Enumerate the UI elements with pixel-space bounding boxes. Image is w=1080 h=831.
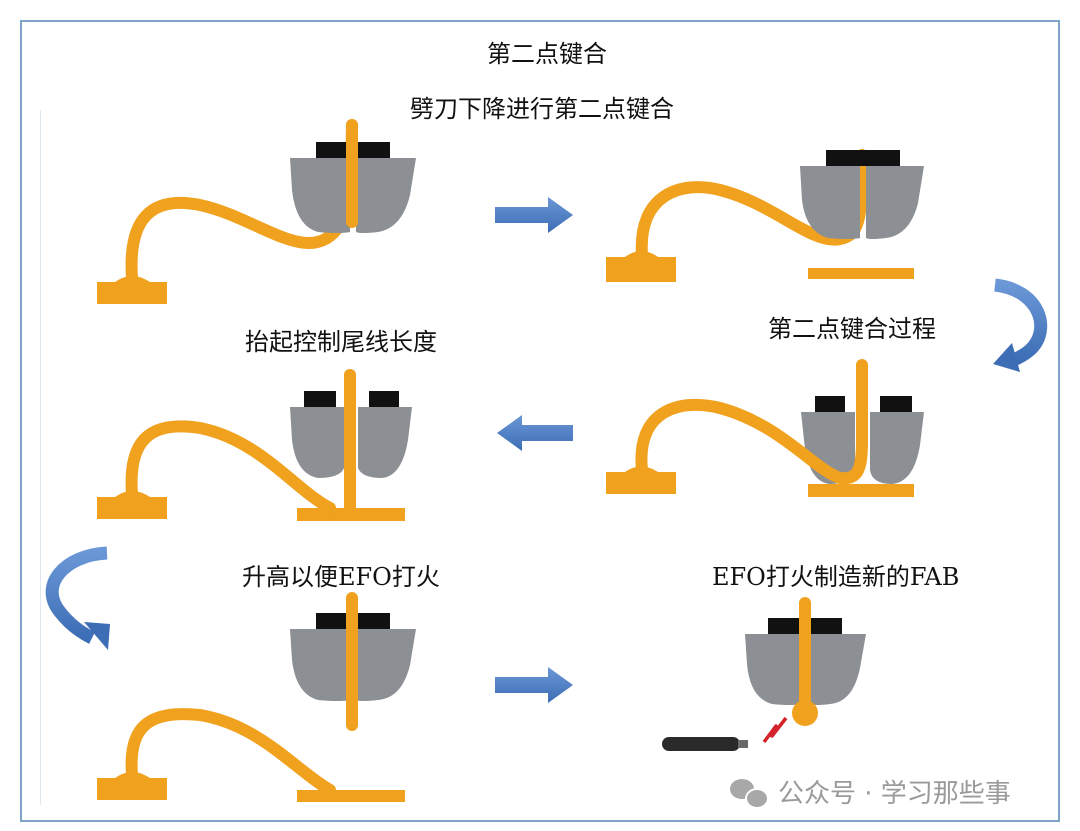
caption-descend: 劈刀下降进行第二点键合	[410, 95, 674, 123]
capillary	[800, 150, 924, 239]
caption-efo-fab: EFO打火制造新的FAB	[712, 563, 960, 591]
bond-wire	[635, 359, 868, 485]
first-bond-pad	[606, 251, 676, 282]
curved-arrow-down-left-icon	[993, 278, 1048, 372]
second-bond-lead	[808, 484, 914, 497]
arrow-left-icon	[497, 415, 573, 451]
arrow-right-icon	[495, 197, 573, 233]
bond-wire	[125, 420, 336, 514]
efo-wand	[662, 737, 748, 751]
capillary	[290, 613, 416, 701]
panel-tail-lift	[97, 369, 412, 521]
capillary	[290, 142, 416, 233]
bond-wire	[125, 708, 336, 796]
wechat-icon	[730, 777, 769, 809]
caption-tail-lift: 抬起控制尾线长度	[245, 328, 437, 356]
spark-icon	[762, 716, 788, 744]
caption-second-bond: 第二点键合过程	[768, 315, 936, 343]
panel-second-bond-approach	[606, 149, 924, 282]
watermark-text: 公众号 · 学习那些事	[778, 779, 1011, 809]
caption-rise-efo: 升高以便EFO打火	[242, 563, 440, 591]
panel-second-bond-process	[606, 359, 924, 497]
second-bond-lead	[808, 268, 914, 279]
panel-descend	[97, 119, 416, 304]
diagram-title: 第二点键合	[487, 40, 607, 68]
divider-line	[40, 110, 41, 805]
curved-arrow-down-right-icon	[45, 546, 110, 650]
second-bond-lead	[297, 790, 405, 802]
watermark: 公众号 · 学习那些事	[730, 773, 1011, 810]
capillary	[290, 391, 412, 478]
arrow-right-icon	[495, 667, 573, 703]
panel-efo-fab	[662, 597, 866, 751]
panel-rise-for-efo	[97, 592, 416, 802]
free-air-ball	[792, 700, 818, 726]
